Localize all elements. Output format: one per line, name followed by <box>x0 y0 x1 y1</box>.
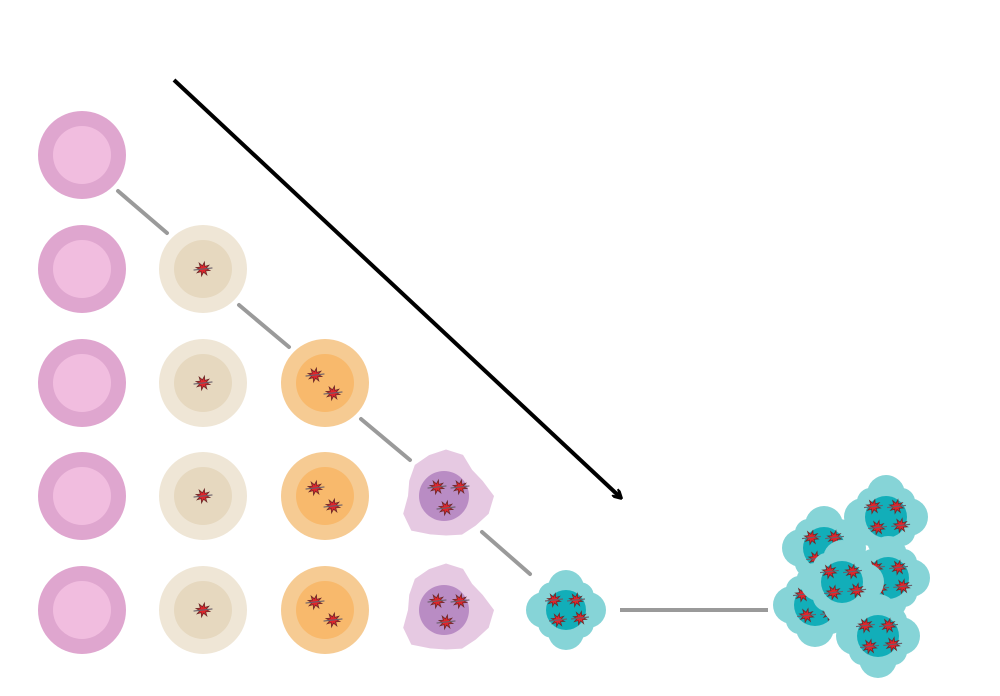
connector-line <box>361 419 410 460</box>
tumor-cluster-icon <box>773 475 930 678</box>
healthy-cell-icon <box>38 111 126 199</box>
mutated-cell-icon <box>281 566 369 654</box>
mutated-cell-icon <box>159 339 247 427</box>
mutated-cell-icon <box>159 225 247 313</box>
healthy-cell-icon <box>38 225 126 313</box>
tumor-cell-icon <box>526 570 606 650</box>
mutated-cell-icon <box>281 452 369 540</box>
cells <box>38 111 606 654</box>
mutated-cell-icon <box>159 452 247 540</box>
connector-line <box>482 532 530 574</box>
mutated-cell-icon <box>403 449 494 535</box>
connector-line <box>239 305 289 347</box>
mutated-cell-icon <box>159 566 247 654</box>
healthy-cell-icon <box>38 339 126 427</box>
healthy-cell-icon <box>38 566 126 654</box>
mutated-cell-icon <box>281 339 369 427</box>
connector-line <box>118 191 167 233</box>
healthy-cell-icon <box>38 452 126 540</box>
mutated-cell-icon <box>403 563 494 649</box>
